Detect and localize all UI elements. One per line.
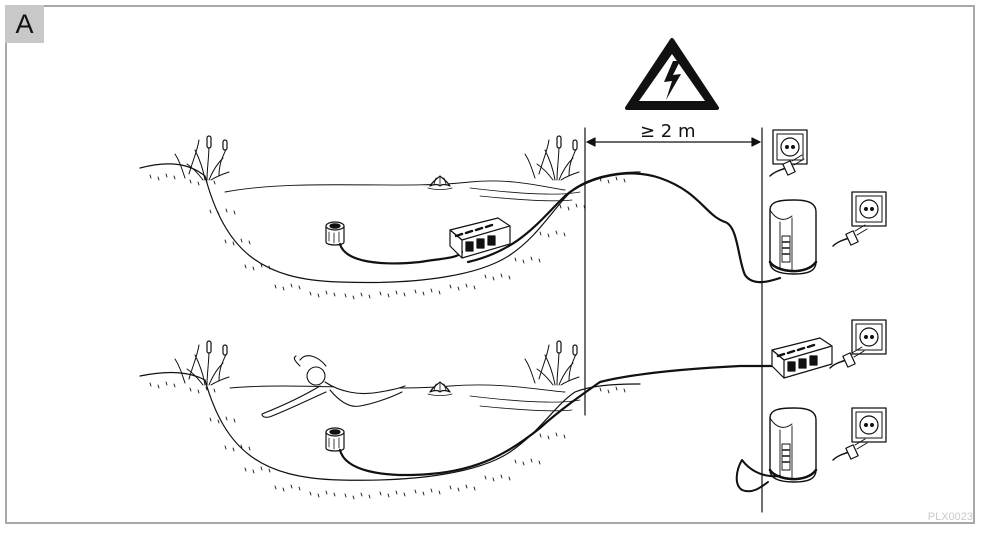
wall-socket-icon — [851, 191, 887, 227]
water-lily-icon — [427, 175, 453, 191]
junction-box-icon — [770, 336, 834, 380]
swimmer-icon — [261, 355, 406, 418]
junction-box-icon — [448, 216, 512, 260]
wall-socket-icon — [851, 319, 887, 355]
wall-socket-icon — [772, 129, 808, 165]
pond-pump-icon — [325, 427, 345, 452]
distance-dimension: ≥ 2 m — [586, 121, 761, 147]
power-plug-icon — [832, 224, 868, 247]
distance-label: ≥ 2 m — [640, 121, 696, 142]
pump-cable — [338, 242, 464, 265]
upper-pond — [139, 163, 641, 300]
pond-pump-icon — [325, 221, 345, 246]
panel-label: A — [5, 5, 44, 43]
image-code: PLX0023 — [927, 511, 973, 523]
reed-plant-icon — [524, 340, 580, 386]
main-cable-upper — [466, 172, 782, 284]
reed-plant-icon — [524, 135, 580, 181]
high-voltage-warning-icon — [625, 38, 719, 110]
wall-socket-icon — [851, 407, 887, 443]
transformer-icon — [768, 406, 818, 484]
lower-pond — [139, 371, 641, 500]
transformer-cable — [735, 459, 781, 493]
water-lily-icon — [427, 381, 453, 397]
transformer-icon — [768, 198, 818, 276]
main-cable-lower — [338, 364, 782, 477]
